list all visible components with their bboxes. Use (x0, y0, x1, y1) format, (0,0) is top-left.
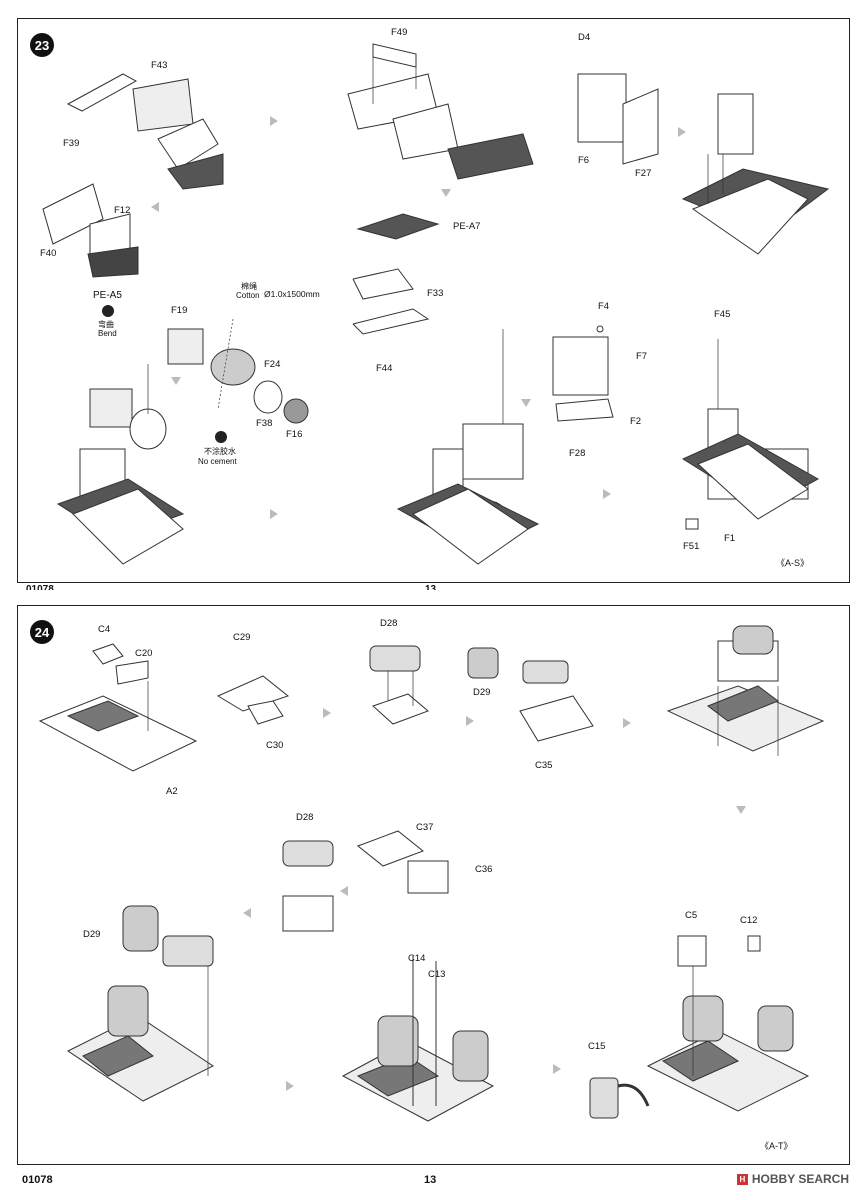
part-label-c35: C35 (535, 760, 553, 771)
bend-label-en: Bend (98, 329, 117, 338)
flow-arrow-right-icon (603, 489, 611, 499)
part-label-c30: C30 (266, 740, 284, 751)
part-label-d28: D28 (380, 618, 398, 629)
no-cement-label-cn: 不涂胶水 (204, 447, 236, 456)
step-number-badge: 24 (30, 620, 54, 644)
step-24-illustration (38, 625, 825, 1122)
part-label-f51: F51 (683, 541, 700, 552)
part-label-f43: F43 (151, 60, 168, 71)
flow-arrow-right-icon (623, 718, 631, 728)
part-label-f1: F1 (724, 533, 736, 544)
no-cement-icon (215, 431, 227, 443)
part-label-f19: F19 (171, 305, 188, 316)
part-label-f39: F39 (63, 138, 80, 149)
flow-arrow-right-icon (553, 1064, 561, 1074)
watermark-logo-icon: H (736, 1173, 748, 1185)
part-label-c14: C14 (408, 953, 426, 964)
watermark: H HOBBY SEARCH (736, 1172, 849, 1186)
part-label-f38: F38 (256, 418, 273, 429)
bend-icon (102, 305, 114, 317)
part-label-f45: F45 (714, 309, 731, 320)
page-number: 13 (424, 1174, 437, 1186)
step-23-illustration (42, 43, 830, 565)
step-24-panel: 24 (17, 605, 850, 1165)
part-label-f33: F33 (427, 288, 444, 299)
part-label-d4: D4 (578, 32, 591, 43)
watermark-text: HOBBY SEARCH (751, 1172, 849, 1186)
flow-arrow-down-icon (521, 399, 531, 407)
part-label-c12: C12 (740, 915, 758, 926)
part-label-pe-a7: PE-A7 (453, 221, 481, 232)
product-code-top: 01078 (26, 584, 54, 590)
product-code: 01078 (22, 1174, 53, 1186)
part-label-f44: F44 (376, 363, 393, 374)
part-label-c5: C5 (685, 910, 698, 921)
part-label-f7: F7 (636, 351, 648, 362)
part-label-d28: D28 (296, 812, 314, 823)
cotton-dimension: Ø1.0x1500mm (264, 289, 320, 299)
flow-arrow-left-icon (340, 886, 348, 896)
flow-arrow-down-icon (441, 189, 451, 197)
part-label-d29: D29 (473, 687, 491, 698)
step-number-badge: 23 (30, 33, 54, 57)
flow-arrow-right-icon (286, 1081, 294, 1091)
part-label-f24: F24 (264, 359, 281, 370)
part-label-f28: F28 (569, 448, 586, 459)
part-label-c20: C20 (135, 648, 153, 659)
flow-arrow-right-icon (270, 509, 278, 519)
flow-arrow-down-icon (736, 806, 746, 814)
part-label-a2: A2 (166, 786, 178, 797)
reference-code: 《A-S》 (776, 558, 810, 568)
flow-arrow-right-icon (323, 708, 331, 718)
part-label-c15: C15 (588, 1041, 606, 1052)
cotton-label-en: Cotton (236, 291, 260, 300)
page-number-top: 13 (425, 584, 437, 590)
part-label-f2: F2 (630, 416, 642, 427)
bend-label-cn: 弯曲 (98, 320, 114, 329)
part-label-f49: F49 (391, 27, 408, 38)
part-label-c13: C13 (428, 969, 446, 980)
part-label-d29: D29 (83, 929, 101, 940)
flow-arrow-right-icon (466, 716, 474, 726)
part-label-c29: C29 (233, 632, 251, 643)
part-label-pe-a5: PE-A5 (93, 290, 122, 301)
part-label-f6: F6 (578, 155, 590, 166)
flow-arrow-left-icon (151, 202, 159, 212)
part-label-f27: F27 (635, 168, 652, 179)
step-23-panel: 23 (17, 18, 850, 583)
part-label-f16: F16 (286, 429, 303, 440)
part-label-f4: F4 (598, 301, 610, 312)
flow-arrow-right-icon (270, 116, 278, 126)
part-label-c4: C4 (98, 624, 111, 635)
part-label-c37: C37 (416, 822, 434, 833)
cotton-label-cn: 棉绳 (241, 282, 257, 291)
part-label-f12: F12 (114, 205, 131, 216)
part-label-c36: C36 (475, 864, 493, 875)
flow-arrow-down-icon (171, 377, 181, 385)
reference-code: 《A-T》 (760, 1141, 793, 1151)
flow-arrow-left-icon (243, 908, 251, 918)
no-cement-label-en: No cement (198, 457, 237, 466)
flow-arrow-right-icon (678, 127, 686, 137)
part-label-f40: F40 (40, 248, 57, 259)
